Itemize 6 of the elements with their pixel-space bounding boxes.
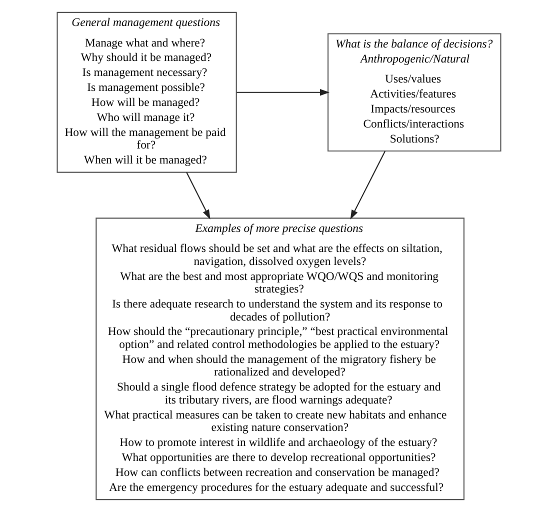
arrow xyxy=(236,89,330,96)
arrow xyxy=(350,150,386,220)
node-box: Examples of more precise questions What residual flows should be set and what are the effects on siltation, navigation, dissolved oxygen levels? What are the best and most appropriate WQO/WQS and monitoring strategies? Is there adequate research to understand the system and its response to decades of pollution? How should the “precautionary principle,” “best practical environmental option” and related control methodologies be applied to the estuary? How and when should the management of the migratory fishery be rationalized and developed? Should a single flood defence strategy be adopted for the estuary and its tributary rivers, are flood warnings adequate? What practical measures can be taken to create new habitats and enhance existing nature conservation? How to promote interest in wildlife and archaeology of the estuary? What opportunities are there to develop recreational opportunities? How can conflicts between recreation and conservation be managed? Are the emergency procedures for the estuary adequate and successful? xyxy=(95,218,464,500)
node-box: What is the balance of decisions? Anthropogenic/Natural Uses/values Activities/features Impacts/resources Conflicts/interactions Solutions? xyxy=(327,33,501,152)
arrow xyxy=(186,172,210,220)
node-box: General management questions Manage what and where? Why should it be managed? Is management necessary? Is management possible? How will be managed? Who will manage it? How will the management be paid for? When will it be managed? xyxy=(56,12,236,173)
